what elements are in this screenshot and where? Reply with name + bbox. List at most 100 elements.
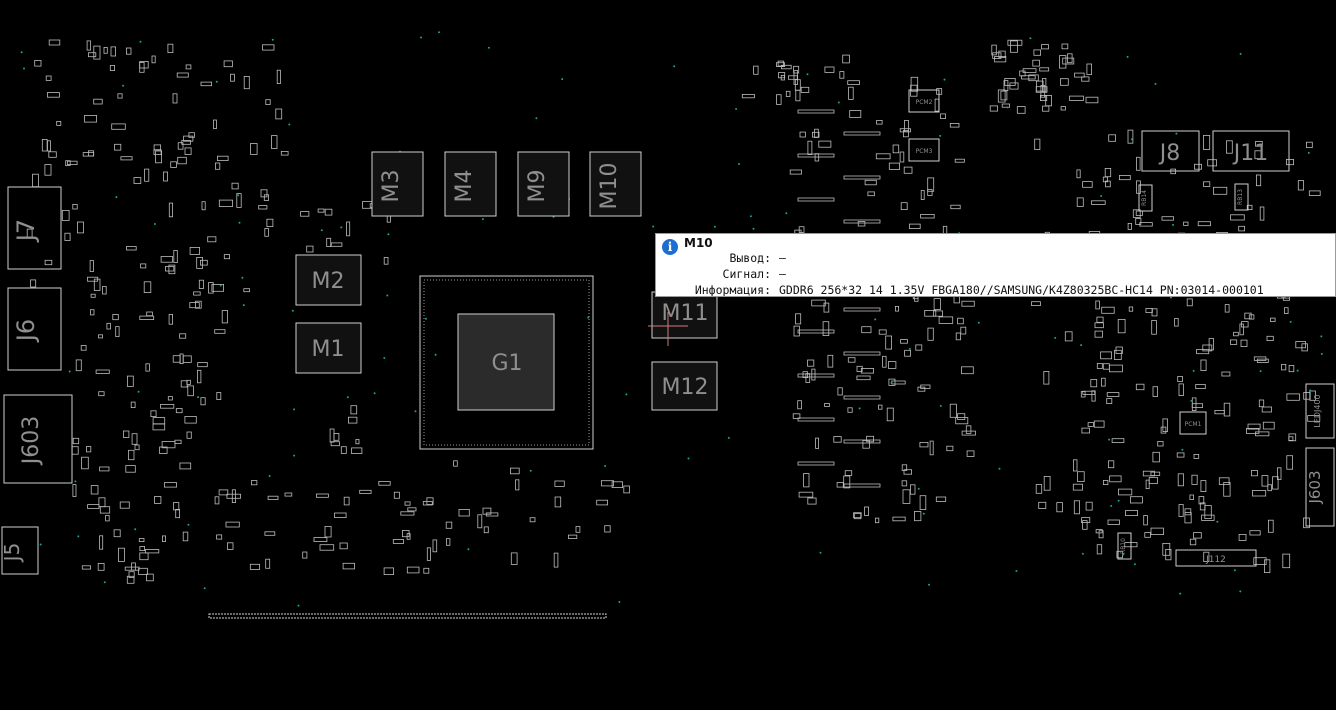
pcb-part (1142, 470, 1155, 477)
connector-j6[interactable]: J6 (7, 287, 62, 371)
pcb-part (350, 405, 358, 415)
part-pcm2-label: PCM2 (916, 99, 933, 106)
pcb-part (168, 313, 174, 325)
pcb-part (1297, 180, 1304, 191)
chip-m3[interactable]: M3 (371, 151, 424, 217)
pcb-part (118, 547, 125, 562)
connector-j603[interactable]: J603 (3, 394, 73, 484)
pcb-part (837, 387, 843, 396)
pcb-part (264, 228, 269, 237)
chip-m10[interactable]: M10 (589, 151, 642, 217)
pcb-part (822, 321, 830, 337)
pcb-part (1230, 214, 1245, 221)
pcb-via (293, 408, 296, 411)
connector-j5[interactable]: J5 (0, 526, 39, 575)
pcb-part (878, 404, 883, 410)
chip-g1[interactable]: G1 (419, 275, 594, 450)
pcb-trace (843, 351, 881, 356)
pcb-part (1286, 393, 1300, 401)
pcb-part (623, 485, 630, 494)
chip-m12[interactable]: M12 (651, 361, 718, 411)
chip-m2[interactable]: M2 (295, 254, 362, 306)
pcb-part (146, 311, 153, 317)
pcb-part (1252, 490, 1267, 497)
pcb-part (1239, 323, 1244, 336)
connector-j11-label: J11 (1232, 141, 1268, 166)
pcb-part (218, 199, 234, 207)
pcb-part (139, 546, 145, 551)
pcb-part (56, 121, 62, 126)
pcb-part (888, 162, 900, 170)
pcb-part (795, 313, 802, 325)
part-rb14[interactable]: RB14 (1138, 184, 1153, 212)
pcb-part (1183, 221, 1189, 226)
pcb-part (1162, 418, 1168, 432)
pcb-part (1184, 508, 1192, 516)
pcb-part (267, 495, 279, 500)
pcb-part (1189, 494, 1195, 500)
pcb-trace (797, 461, 835, 466)
connector-j7[interactable]: J7 (7, 186, 62, 270)
pcb-part (903, 166, 913, 174)
pcb-part (955, 417, 969, 425)
chip-m4[interactable]: M4 (444, 151, 497, 217)
pcb-via (1181, 448, 1184, 451)
pcb-part (150, 410, 157, 417)
chip-m12-label: M12 (662, 375, 709, 400)
pcb-part (67, 160, 78, 165)
pcb-part (1262, 421, 1275, 430)
pcb-part (1091, 390, 1096, 402)
pcb-part (1135, 217, 1142, 225)
pcb-part (139, 62, 145, 73)
pcb-via (529, 469, 532, 472)
pcb-part (342, 562, 356, 570)
pcb-part (915, 344, 923, 351)
pcb-part (1108, 460, 1115, 469)
connector-j603-right[interactable]: J603 (1305, 447, 1335, 527)
pcb-part (839, 71, 845, 79)
pcb-part (1272, 476, 1279, 490)
part-rb13[interactable]: RB13 (1234, 183, 1249, 211)
pcb-part (125, 465, 136, 473)
pcb-part (1221, 371, 1231, 377)
pcb-part (1127, 129, 1134, 144)
chip-m11[interactable]: M11 (651, 291, 718, 339)
part-pcm2[interactable]: PCM2 (908, 89, 940, 113)
pcb-part (72, 484, 77, 497)
pcb-part (1193, 532, 1202, 539)
pcb-via (1015, 570, 1018, 572)
pcb-part (961, 300, 975, 307)
pcb-part (1081, 517, 1091, 523)
pcb-part (173, 502, 180, 511)
pcb-part (596, 499, 609, 506)
pcb-part (483, 526, 489, 534)
pcb-part (258, 205, 268, 210)
part-pcm1[interactable]: PCM1 (1179, 411, 1207, 435)
connector-j112[interactable]: J112 (1175, 549, 1257, 567)
connector-j603-label: J603 (19, 416, 44, 466)
pcb-part (1132, 209, 1141, 218)
chip-m9[interactable]: M9 (517, 151, 570, 217)
pcb-part (878, 329, 887, 335)
pcb-via (1216, 520, 1219, 523)
pcb-via (383, 357, 386, 359)
connector-j8[interactable]: J8 (1141, 130, 1200, 172)
connector-j11[interactable]: J11 (1212, 130, 1290, 172)
pcb-via (481, 218, 484, 221)
pcb-part (1081, 427, 1091, 434)
part-pcm3[interactable]: PCM3 (908, 138, 940, 162)
pcb-part (886, 407, 894, 422)
pcb-via (749, 215, 752, 218)
pcb-part (910, 484, 916, 495)
pcb-part (112, 314, 119, 321)
pcb-part (914, 511, 922, 522)
chip-m1[interactable]: M1 (295, 322, 362, 374)
pcb-part (168, 202, 174, 218)
pcb-part (1056, 502, 1063, 513)
led-ledj400[interactable]: LEDJ400 (1305, 383, 1335, 439)
part-rb10[interactable]: RB10 (1117, 532, 1132, 560)
pcb-part (84, 115, 97, 123)
pcb-via (115, 196, 118, 199)
pcb-part (249, 563, 261, 570)
